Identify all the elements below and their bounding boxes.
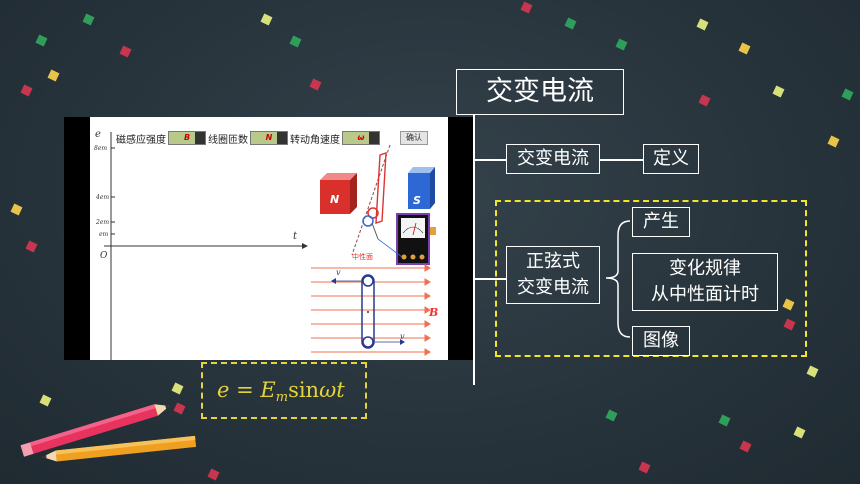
- mindmap-title: 交变电流: [456, 69, 624, 115]
- neutral-plane-label: 中性面: [352, 252, 373, 261]
- bracket: [605, 220, 631, 338]
- angular-speed-label: 转动角速度: [290, 134, 340, 146]
- velocity-bottom-label: v: [400, 332, 405, 341]
- generator-diagram: e t O 8em 4em 2em em N S 中性面: [94, 129, 438, 360]
- control-row: 磁感应强度 B 线圈匝数 N 转动角速度 ω 确认: [116, 131, 430, 146]
- tick-em: em: [99, 231, 109, 238]
- branch2-line2: 交变电流: [517, 277, 589, 298]
- branch-sinusoidal-ac: 正弦式 交变电流: [506, 246, 600, 304]
- magnet-n: N: [320, 173, 357, 214]
- connector-definition: [600, 159, 643, 161]
- field-b-label: B: [428, 306, 438, 319]
- tick-8em: 8em: [94, 145, 107, 152]
- pencil-decoration: [20, 404, 197, 462]
- magnet-n-label: N: [330, 193, 339, 206]
- velocity-top-label: v: [336, 268, 341, 277]
- coil-cross-section: [361, 274, 375, 349]
- coil-turns-select[interactable]: N: [250, 131, 288, 145]
- e-axis-label: e: [95, 129, 101, 140]
- confirm-button[interactable]: 确认: [400, 131, 428, 145]
- formula-box: e = Emsinωt: [201, 362, 367, 419]
- node-definition: 定义: [643, 144, 699, 174]
- branch-ac-current: 交变电流: [506, 144, 600, 174]
- emf-formula: e = Emsinωt: [217, 378, 345, 405]
- t-axis-label: t: [293, 231, 298, 242]
- magnet-s-label: S: [413, 194, 421, 207]
- branch2-line1: 正弦式: [526, 251, 580, 272]
- connector-branch1: [474, 159, 506, 161]
- connector-branch2: [474, 278, 506, 280]
- field-strength-select[interactable]: B: [168, 131, 206, 145]
- magnet-s: S: [408, 167, 435, 209]
- origin-label: O: [100, 251, 108, 261]
- tick-2em: 2em: [95, 219, 109, 226]
- galvanometer: [396, 213, 436, 265]
- law-line2: 从中性面计时: [651, 284, 759, 305]
- trunk-line: [473, 115, 475, 385]
- tick-4em: 4em: [95, 194, 109, 201]
- field-strength-label: 磁感应强度: [116, 134, 166, 146]
- simulation-canvas[interactable]: 磁感应强度 B 线圈匝数 N 转动角速度 ω 确认 e t O 8em 4em …: [90, 117, 448, 360]
- coil-turns-label: 线圈匝数: [208, 134, 248, 146]
- node-variation-law: 变化规律 从中性面计时: [632, 253, 778, 311]
- law-line1: 变化规律: [669, 258, 741, 279]
- node-generation: 产生: [632, 207, 690, 237]
- angular-speed-select[interactable]: ω: [342, 131, 380, 145]
- node-graph: 图像: [632, 326, 690, 356]
